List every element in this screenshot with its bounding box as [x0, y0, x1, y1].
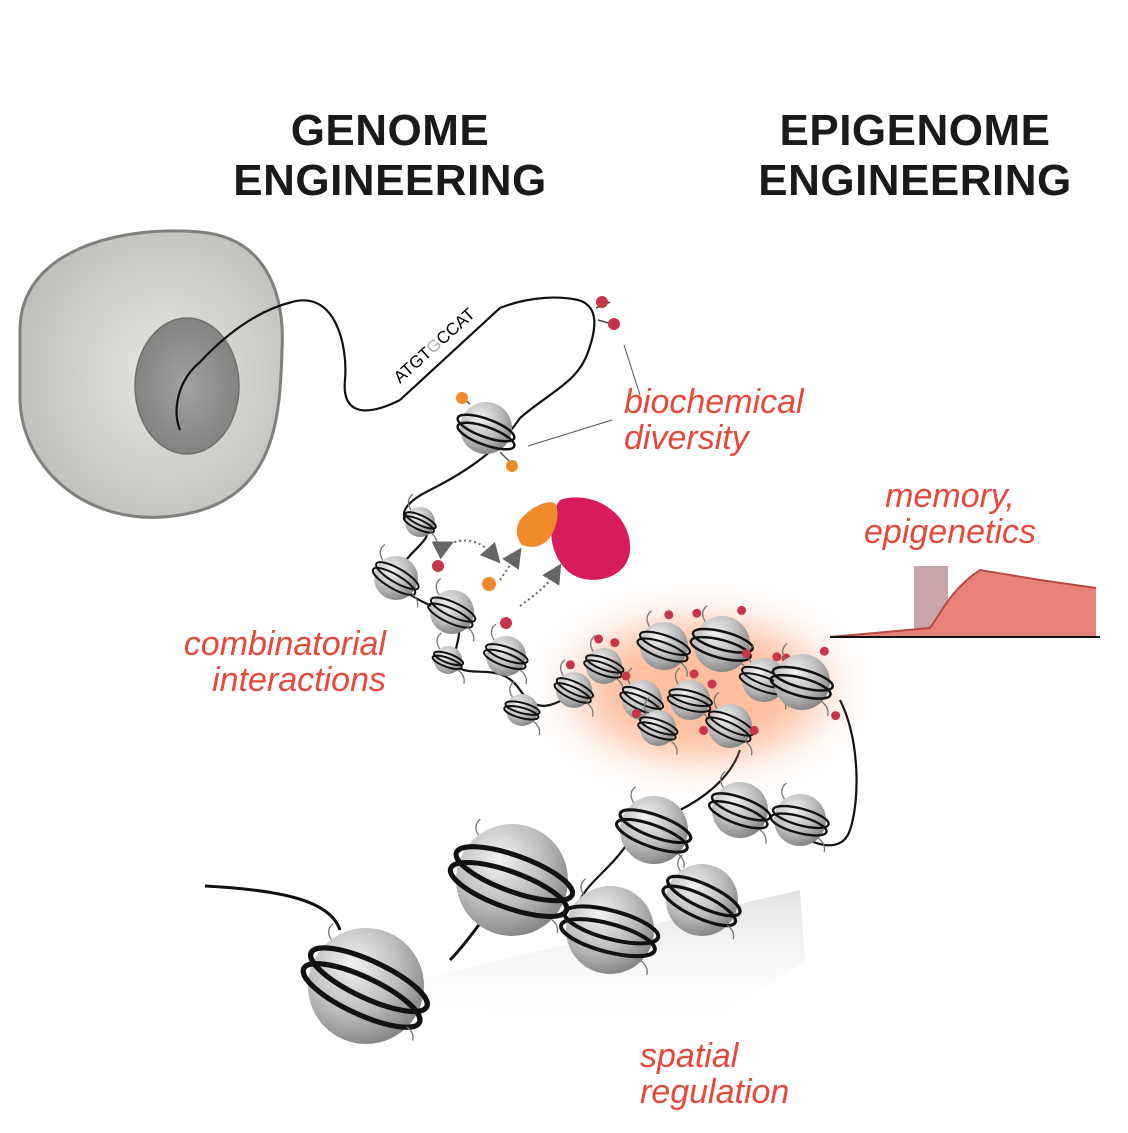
interaction-arrows	[431, 539, 562, 607]
label-line: diversity	[624, 419, 749, 457]
methyl-mark	[608, 318, 620, 330]
nucleosome	[631, 697, 679, 755]
nucleus	[134, 317, 240, 455]
nucleosome	[689, 605, 754, 678]
label-line: combinatorial	[183, 625, 386, 663]
methyl-mark	[631, 709, 641, 719]
nucleosome-group-large	[300, 771, 830, 1044]
nucleosome	[666, 667, 717, 729]
nucleosome	[447, 818, 576, 936]
label-line: regulation	[640, 1073, 790, 1111]
methyl-mark	[749, 725, 759, 735]
methyl-mark	[664, 610, 674, 620]
nucleosome	[402, 493, 438, 547]
pointer-lines	[527, 344, 641, 447]
dna-strand	[175, 299, 401, 431]
methyl-mark	[689, 669, 699, 679]
memory-area	[830, 570, 1096, 637]
methyl-mark	[594, 634, 604, 644]
heading-epigenome-engineering: EPIGENOME ENGINEERING	[720, 106, 1110, 206]
nucleosome-group-small	[371, 493, 541, 736]
nucleosome	[769, 643, 841, 721]
nucleosome	[583, 634, 625, 693]
heading-line: GENOME	[290, 106, 490, 155]
nucleosome	[482, 623, 529, 685]
label-combinatorial-interactions: combinatorial interactions	[80, 626, 386, 698]
acetyl-mark	[456, 392, 468, 404]
nucleosome	[619, 667, 665, 729]
cell	[18, 229, 284, 519]
methyl-mark	[500, 617, 512, 629]
label-biochemical-diversity: biochemical diversity	[624, 384, 804, 456]
dna-strand-upper	[399, 296, 596, 419]
nucleosome-group-cluster	[553, 605, 841, 756]
nucleosome	[553, 659, 595, 717]
nucleosome	[615, 786, 693, 868]
methyl-mark	[819, 646, 829, 656]
memory-plot	[829, 566, 1100, 638]
methyl-mark	[621, 671, 631, 681]
label-line: memory,	[885, 477, 1015, 515]
label-memory-epigenetics: memory, epigenetics	[864, 478, 1036, 550]
label-spatial-regulation: spatial regulation	[640, 1038, 789, 1110]
dna-marks	[595, 296, 620, 330]
methyl-mark	[596, 296, 608, 308]
heading-line: ENGINEERING	[233, 156, 547, 205]
acetyl-mark	[506, 460, 518, 472]
reader-protein	[551, 497, 631, 580]
nucleosome	[661, 854, 742, 940]
heading-line: EPIGENOME	[779, 106, 1051, 155]
nucleosome	[371, 543, 420, 608]
methyl-mark	[692, 608, 702, 618]
methyl-mark	[610, 638, 620, 648]
nucleosome	[707, 771, 772, 844]
label-line: interactions	[212, 661, 386, 699]
nucleosome	[699, 691, 759, 756]
label-line: spatial	[640, 1037, 739, 1075]
label-line: epigenetics	[864, 513, 1037, 551]
methyl-mark	[772, 652, 782, 662]
methyl-mark	[831, 711, 841, 721]
heading-genome-engineering: GENOME ENGINEERING	[190, 106, 590, 206]
label-line: biochemical	[624, 383, 804, 421]
methyl-mark	[741, 649, 751, 659]
nucleosome	[431, 632, 465, 684]
methyl-mark	[699, 725, 709, 735]
nucleosome	[456, 392, 518, 472]
nucleosome	[503, 680, 541, 736]
nucleosome	[559, 878, 661, 975]
nucleosome	[769, 782, 830, 853]
nucleosome	[636, 610, 692, 677]
methyl-mark	[565, 660, 575, 670]
dna-sequence: ATGTGCCAT	[390, 304, 479, 387]
methyl-mark	[707, 679, 717, 689]
nucleosome	[427, 577, 477, 642]
methyl-mark	[432, 560, 444, 572]
nucleosome	[300, 923, 430, 1044]
heading-line: ENGINEERING	[758, 156, 1072, 205]
writer-protein	[516, 502, 558, 547]
acetyl-mark	[482, 577, 496, 591]
methyl-mark	[737, 605, 747, 615]
